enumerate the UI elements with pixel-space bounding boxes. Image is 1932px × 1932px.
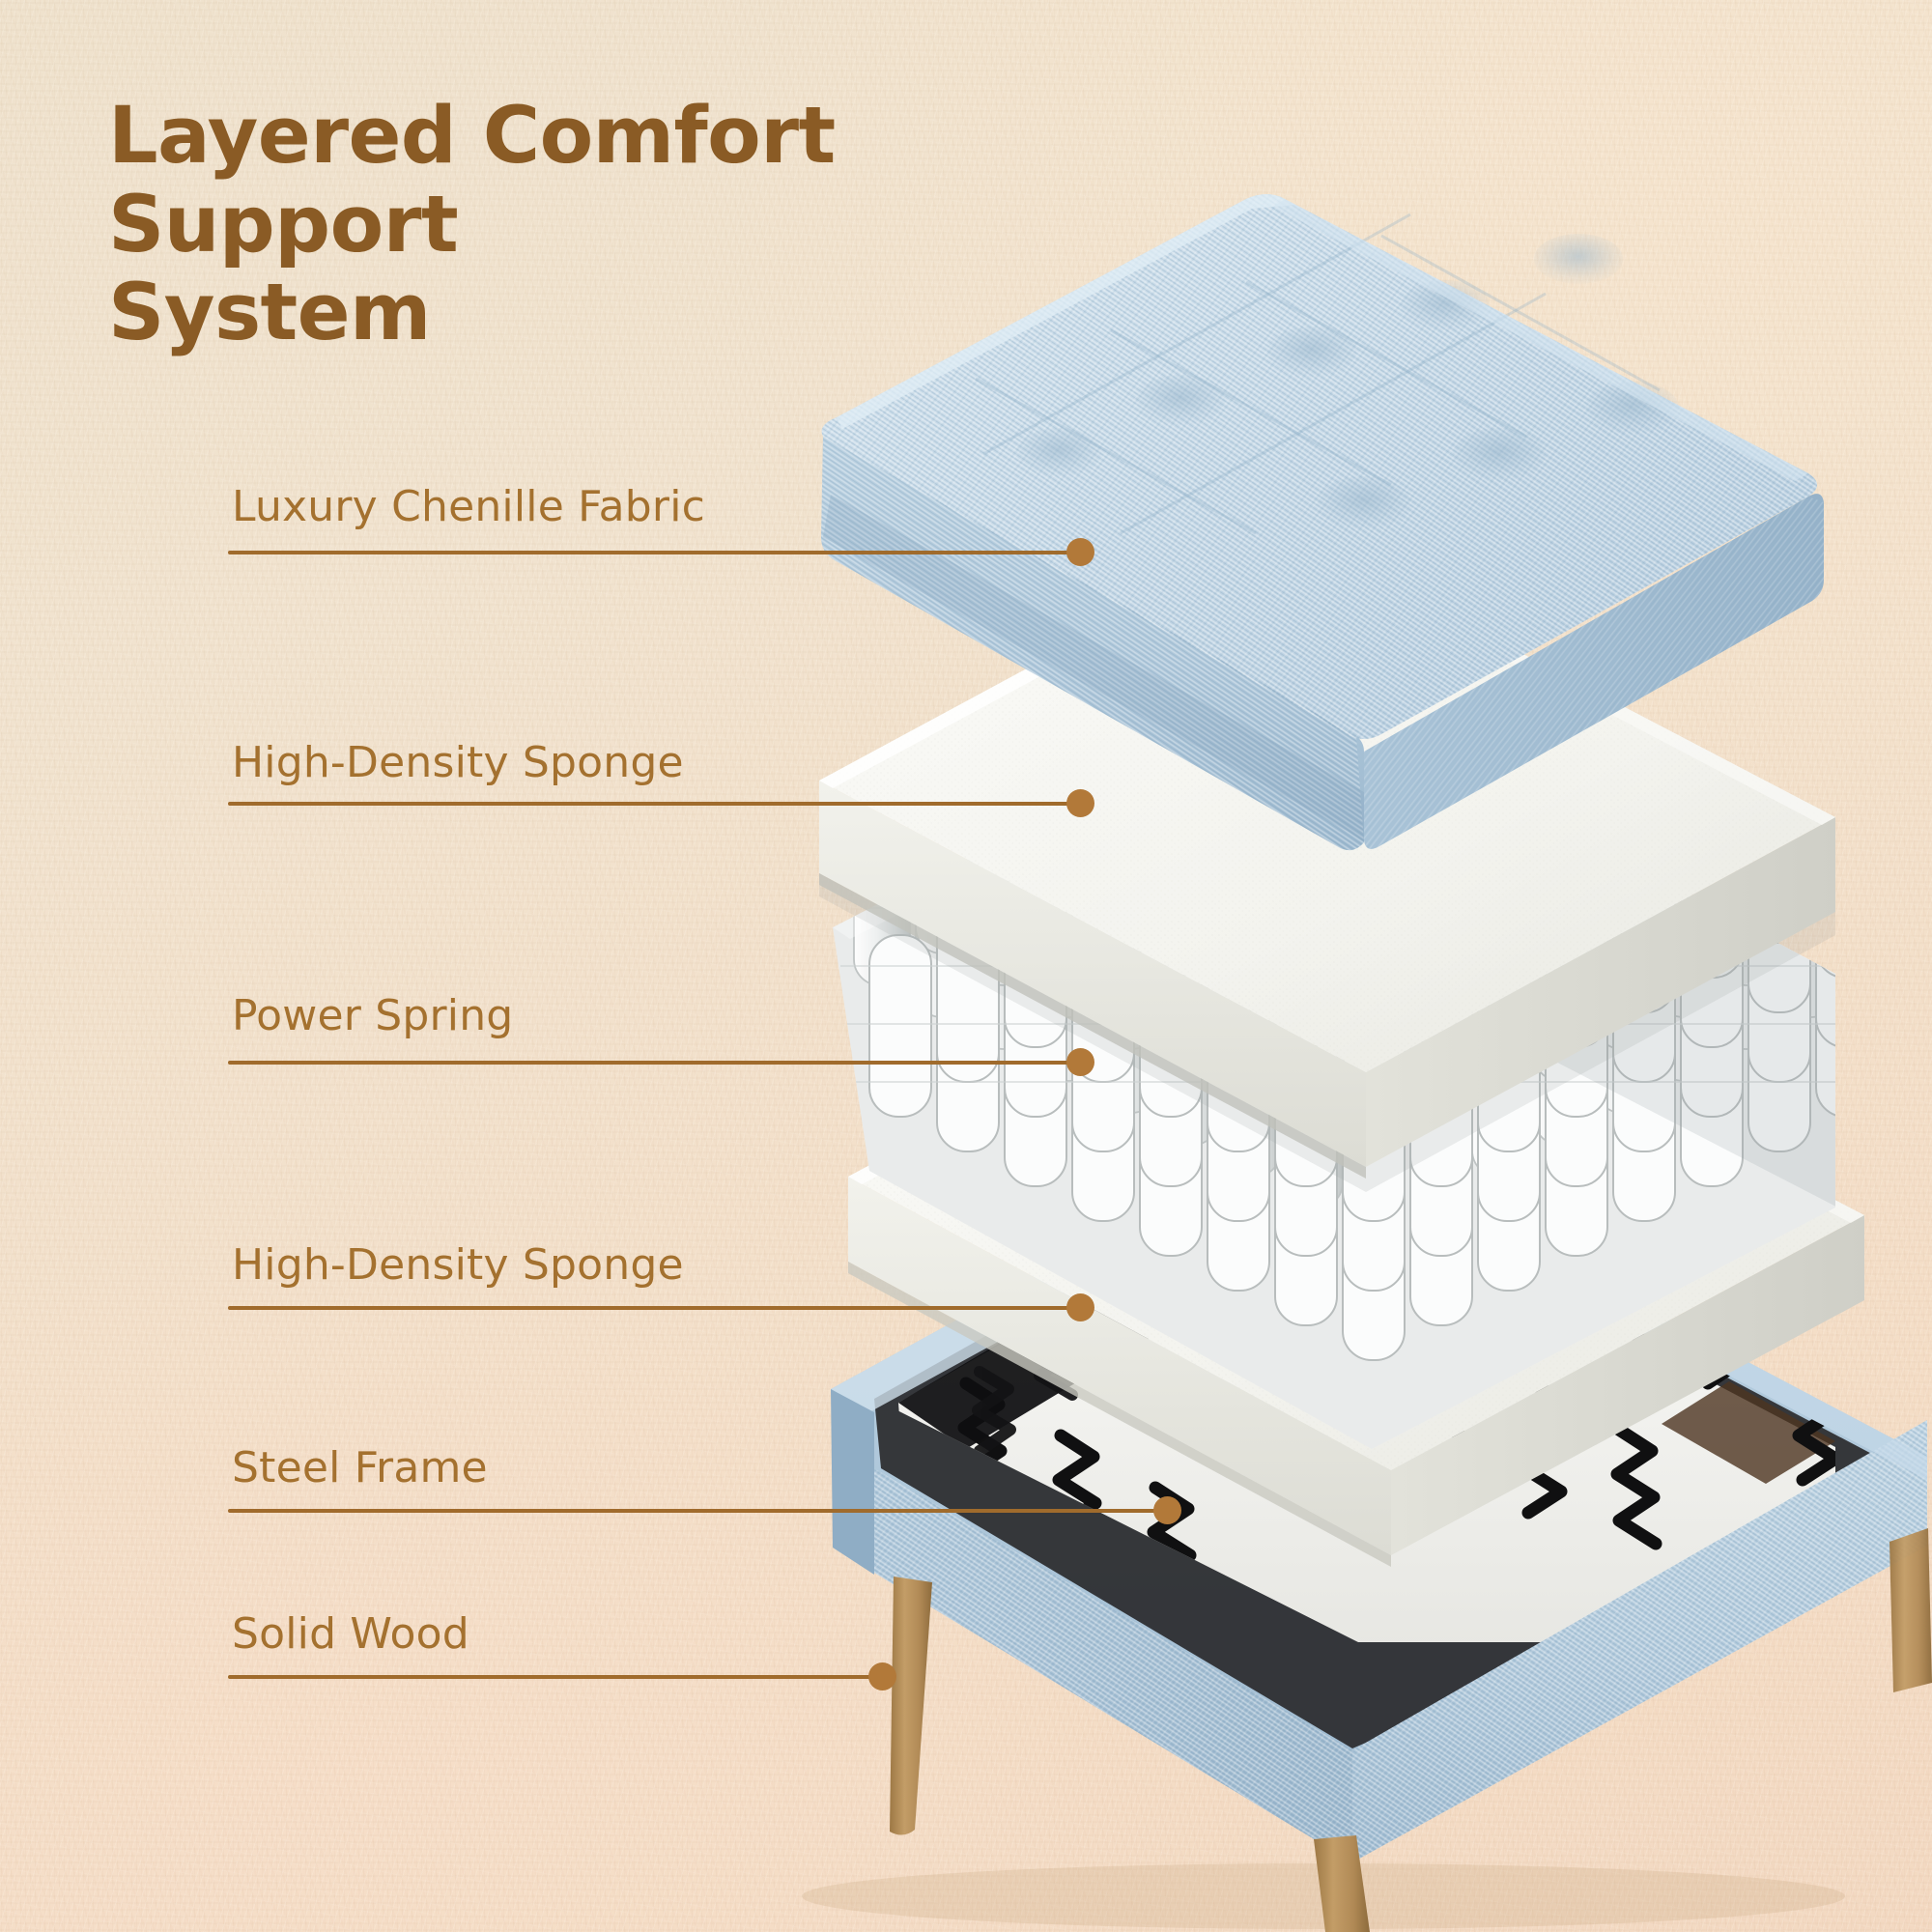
- callout-marker-dot-steel-frame: [1153, 1496, 1181, 1524]
- callout-label-high-density-sponge-bottom: High-Density Sponge: [232, 1240, 684, 1290]
- callout-leader-line-power-spring: [228, 1061, 1093, 1065]
- callout-label-steel-frame: Steel Frame: [232, 1443, 488, 1492]
- wood-leg-right: [1889, 1528, 1932, 1692]
- callout-marker-dot-luxury-chenille-fabric: [1066, 538, 1094, 566]
- callout-leader-line-luxury-chenille-fabric: [228, 551, 1093, 554]
- callout-marker-dot-high-density-sponge-bottom: [1066, 1293, 1094, 1321]
- steel-frame-assembly: [898, 1169, 1835, 1642]
- callout-leader-line-high-density-sponge-top: [228, 802, 1093, 806]
- callout-leader-line-steel-frame: [228, 1509, 1179, 1513]
- layer-power-spring: [833, 688, 1835, 1449]
- bench-base-front-rail: [874, 1420, 1927, 1862]
- callout-marker-dot-power-spring: [1066, 1048, 1094, 1076]
- page-title: Layered Comfort Support System: [108, 91, 1190, 359]
- callout-marker-dot-high-density-sponge-top: [1066, 789, 1094, 817]
- wood-leg-front: [1314, 1835, 1370, 1932]
- wood-leg-left: [890, 1577, 932, 1835]
- callout-leader-line-solid-wood: [228, 1675, 895, 1679]
- page-title-line-1: Layered Comfort Support: [108, 91, 836, 270]
- callout-marker-dot-solid-wood: [868, 1662, 896, 1690]
- layer-high-density-sponge-top: [819, 529, 1835, 1192]
- callout-label-solid-wood: Solid Wood: [232, 1609, 469, 1659]
- callout-label-power-spring: Power Spring: [232, 991, 514, 1040]
- callout-label-high-density-sponge-top: High-Density Sponge: [232, 738, 684, 787]
- solid-wood-legs: [890, 1528, 1932, 1932]
- page-title-line-2: System: [108, 268, 431, 359]
- layer-high-density-sponge-bottom: [848, 929, 1864, 1567]
- callout-leader-line-high-density-sponge-bottom: [228, 1306, 1093, 1310]
- bench-base-body: [831, 1128, 1927, 1826]
- callout-label-luxury-chenille-fabric: Luxury Chenille Fabric: [232, 482, 706, 531]
